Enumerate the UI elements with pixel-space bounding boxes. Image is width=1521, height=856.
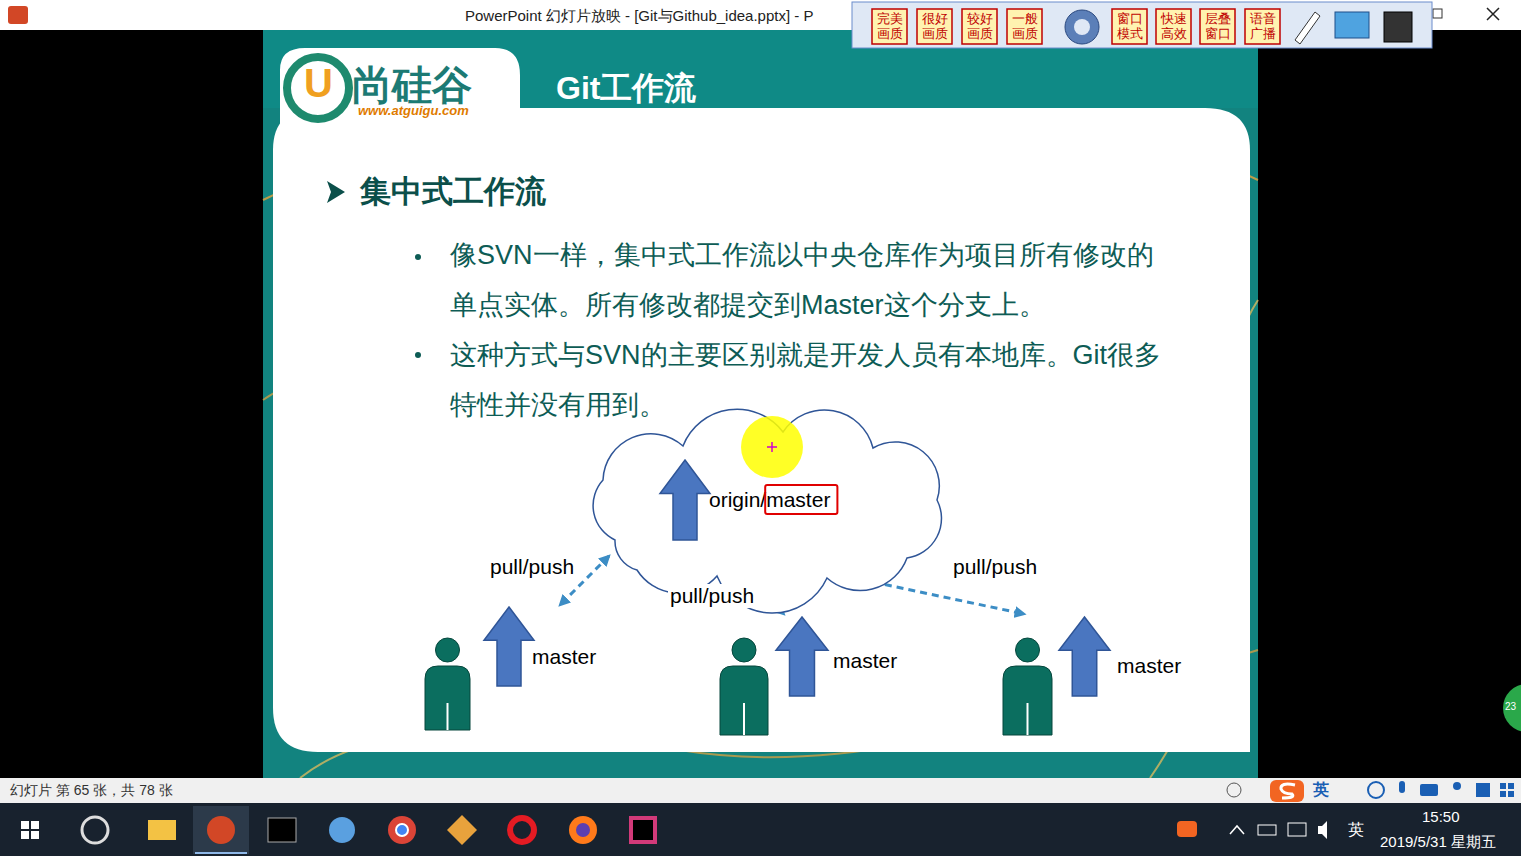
branch-arrow	[484, 607, 534, 686]
player-toolbar	[852, 2, 1432, 48]
developer-node: master	[420, 605, 610, 735]
taskbar-active	[193, 806, 249, 854]
restore-icon	[1433, 9, 1442, 18]
taskbar-icon	[510, 818, 534, 842]
logo-letter: U	[304, 61, 333, 106]
person-legs	[743, 703, 745, 735]
taskbar-icon	[447, 815, 477, 845]
heading-arrow	[327, 181, 345, 203]
tray-icon	[1318, 821, 1327, 839]
ime-logo	[1270, 780, 1304, 802]
taskbar-icon	[82, 817, 108, 843]
bullet-dot	[415, 352, 421, 358]
ime-mode: 英	[1313, 780, 1329, 801]
status-bar	[0, 778, 1521, 803]
toolbar-button-label: 快速高效	[1160, 11, 1187, 41]
tray-icon	[1177, 821, 1197, 837]
taskbar-icon	[569, 816, 597, 844]
cursor-cross	[767, 442, 777, 452]
toolbar-button-label: 一般画质	[1011, 11, 1038, 41]
branch-arrow	[660, 460, 710, 540]
person-head	[1016, 638, 1040, 662]
cloud-outline	[593, 409, 941, 613]
taskbar-icon	[629, 816, 657, 844]
taskbar-icon	[396, 824, 408, 836]
toolbar-buttons	[872, 9, 1280, 44]
toolbar-button-label: 很好画质	[921, 11, 948, 41]
status-icon	[1227, 783, 1241, 797]
branch-arrow	[776, 617, 828, 696]
developer-node: master	[998, 614, 1198, 740]
remote-repo-cloud: origin/master	[555, 418, 955, 582]
developer-figure	[420, 605, 610, 735]
node-label: master	[532, 645, 596, 669]
toolbar-globe	[1065, 10, 1099, 44]
toolbar-button-label: 完美画质	[876, 11, 903, 41]
ime-icons	[1368, 781, 1514, 798]
developer-node: master	[715, 614, 915, 740]
section-heading: 集中式工作流	[360, 171, 546, 213]
taskbar-icon	[329, 817, 355, 843]
app-icon	[8, 6, 28, 24]
taskbar-icon	[633, 820, 653, 840]
clock-date: 2019/5/31 星期五	[1380, 833, 1496, 852]
person-body	[425, 666, 470, 730]
window-title: PowerPoint 幻灯片放映 - [Git与Github_idea.pptx…	[465, 7, 813, 26]
content-panel	[273, 108, 1250, 752]
bullet-text: 像SVN一样，集中式工作流以中央仓库作为项目所有修改的单点实体。所有修改都提交到…	[450, 230, 1165, 330]
person-head	[732, 638, 756, 662]
taskbar-icon	[576, 823, 590, 837]
toolbar-screen	[1335, 12, 1369, 38]
edge-label: pull/push	[668, 584, 756, 608]
tray-icon	[1258, 825, 1276, 835]
person-body	[720, 666, 768, 735]
taskbar-icon	[148, 820, 176, 840]
person-legs	[1027, 703, 1029, 735]
logo-url: www.atguigu.com	[358, 103, 469, 118]
start-button	[21, 821, 39, 839]
toolbar-button-label: 较好画质	[966, 11, 993, 41]
slide-ground	[263, 30, 1258, 778]
red-annotation-box	[765, 485, 837, 514]
slide-title: Git工作流	[556, 67, 696, 111]
edge-label: pull/push	[951, 555, 1039, 579]
node-label: origin/master	[709, 488, 830, 512]
toolbar-button-label: 语音广播	[1249, 11, 1276, 41]
clock-time: 15:50	[1422, 808, 1460, 825]
taskbar-icon	[207, 816, 235, 844]
toolbar-pen	[1295, 12, 1320, 44]
close-icon	[1487, 8, 1499, 20]
cursor-highlight	[741, 416, 803, 478]
person-legs	[447, 703, 449, 730]
person-head	[436, 638, 460, 662]
logo-ring	[287, 57, 349, 119]
node-label: master	[1117, 654, 1181, 678]
badge-number: 23	[1505, 701, 1516, 712]
taskbar	[0, 803, 1521, 856]
ime-logo	[1281, 784, 1295, 798]
edge-label: pull/push	[488, 555, 576, 579]
node-label: master	[833, 649, 897, 673]
taskbar-icon	[388, 816, 416, 844]
developer-figure	[715, 614, 915, 740]
tray-icon	[1288, 823, 1306, 836]
float-badge	[1503, 684, 1521, 732]
toolbar-board	[1384, 12, 1412, 42]
toolbar-button-label: 窗口模式	[1116, 11, 1143, 41]
tray-icon	[1230, 826, 1244, 834]
branch-arrow	[1059, 617, 1110, 696]
taskbar-icon	[268, 818, 296, 842]
tray-ime: 英	[1348, 820, 1364, 841]
logo-tab	[280, 48, 520, 128]
person-body	[1003, 666, 1052, 735]
status-text: 幻灯片 第 65 张，共 78 张	[10, 782, 173, 800]
bullet-dot	[415, 254, 421, 260]
taskbar-active	[195, 852, 247, 854]
toolbar-button-label: 层叠窗口	[1204, 11, 1231, 41]
toolbar-globe	[1074, 19, 1090, 35]
